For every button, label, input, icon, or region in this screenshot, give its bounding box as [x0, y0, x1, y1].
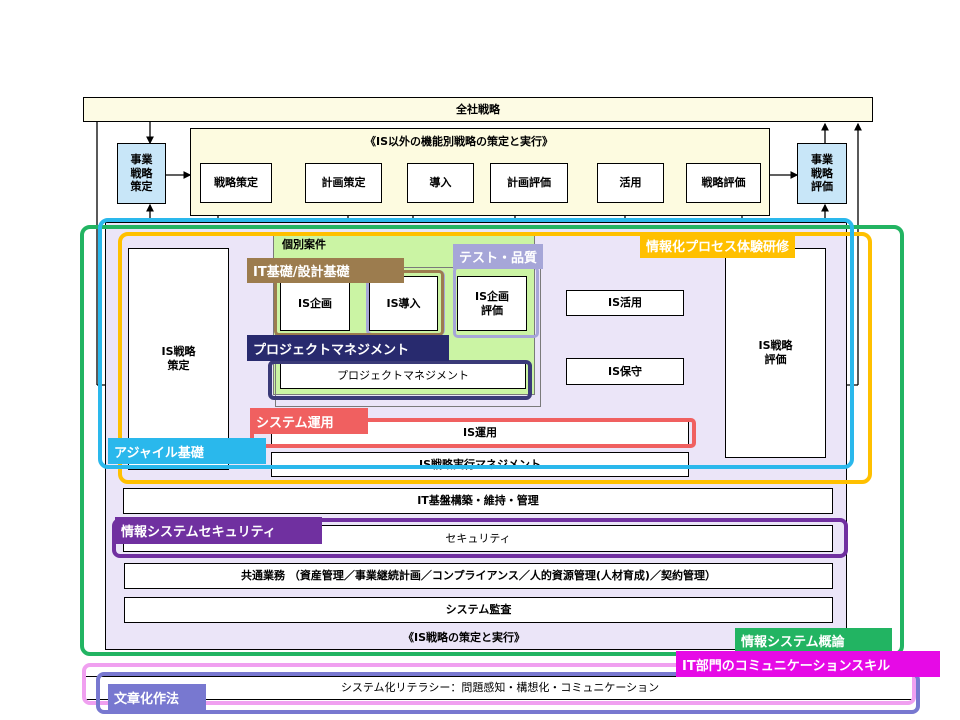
- step-label: 計画評価: [507, 176, 551, 190]
- it-infrastructure-label: IT基盤構築・維持・管理: [417, 494, 539, 508]
- step-label: 戦略策定: [214, 176, 258, 190]
- writing-tag-label: 文章化作法: [114, 691, 180, 707]
- step-strategy-box: 戦略策定: [200, 163, 272, 203]
- info-security-tag-label: 情報システムセキュリティ: [121, 525, 276, 540]
- system-literacy-box: システム化リテラシー：問題感知・構想化・コミュニケーション: [85, 676, 915, 700]
- project-management-box: プロジェクトマネジメント: [280, 362, 526, 389]
- is-planning-label: IS企画: [297, 296, 332, 310]
- system-audit-label: システム監査: [445, 603, 512, 617]
- common-work-label: 共通業務 （資産管理／事業継続計画／コンプライアンス／人的資源管理(人材育成)／…: [241, 569, 716, 583]
- system-operation-tag: システム運用: [250, 408, 368, 434]
- is-introduction-label: IS導入: [386, 296, 421, 310]
- agile-tag: アジャイル基礎: [108, 438, 266, 464]
- non-is-strategy-title: 《IS以外の機能別戦略の策定と実行》: [365, 135, 554, 148]
- is-strategy-formulation-box: IS戦略 策定: [128, 248, 229, 470]
- security-label: セキュリティ: [445, 531, 511, 545]
- step-label: 導入: [429, 176, 452, 190]
- business-strategy-formulation-box: 事業 戦略 策定: [117, 143, 166, 204]
- is-maintenance-box: IS保守: [566, 358, 684, 385]
- is-utilization-box: IS活用: [566, 290, 684, 316]
- it-communication-tag: IT部門のコミュニケーションスキル: [676, 651, 940, 677]
- is-plan-evaluation-label: IS企画 評価: [474, 289, 509, 317]
- it-infrastructure-box: IT基盤構築・維持・管理: [123, 488, 833, 514]
- test-quality-frame: [453, 266, 539, 338]
- info-security-tag: 情報システムセキュリティ: [115, 517, 322, 544]
- info-security-frame: [112, 518, 848, 558]
- step-strategy-evaluation-box: 戦略評価: [686, 163, 761, 203]
- is-strategy-formulation-label: IS戦略 策定: [161, 345, 196, 372]
- info-overview-frame: [80, 225, 904, 656]
- info-overview-tag: 情報システム概論: [735, 628, 892, 652]
- process-experience-tag-label: 情報化プロセス体験研修: [646, 239, 790, 255]
- project-management-label: プロジェクトマネジメント: [337, 368, 469, 382]
- test-quality-tag-label: テスト・品質: [459, 251, 538, 266]
- project-management-tag-label: プロジェクトマネジメント: [253, 342, 410, 358]
- corporate-strategy-box: 全社戦略: [83, 97, 873, 122]
- is-strategy-evaluation-box: IS戦略 評価: [725, 248, 826, 458]
- is-strategy-evaluation-label: IS戦略 評価: [758, 339, 793, 366]
- step-utilization-box: 活用: [597, 163, 664, 203]
- it-communication-frame: [82, 663, 916, 705]
- writing-frame: [96, 672, 920, 714]
- is-operation-label: IS運用: [462, 425, 497, 439]
- step-introduction-box: 導入: [407, 163, 474, 203]
- is-execution-management-box: IS戦略実行マネジメント: [271, 452, 689, 477]
- system-audit-box: システム監査: [124, 597, 833, 623]
- writing-tag: 文章化作法: [108, 684, 206, 710]
- individual-case-label: 個別案件: [282, 238, 326, 251]
- step-label: 計画策定: [321, 176, 366, 190]
- is-planning-box: IS企画: [280, 276, 350, 331]
- is-strategy-title: 《IS戦略の策定と実行》: [403, 631, 526, 644]
- corporate-strategy-label: 全社戦略: [456, 102, 500, 116]
- it-communication-tag-label: IT部門のコミュニケーションスキル: [682, 658, 891, 674]
- non-is-strategy-area: [190, 128, 770, 216]
- project-management-frame: [268, 360, 532, 400]
- business-strategy-formulation-label: 事業 戦略 策定: [130, 152, 153, 194]
- process-experience-frame: [118, 232, 872, 484]
- it-foundation-tag: IT基礎/設計基礎: [247, 258, 404, 283]
- agile-tag-label: アジャイル基礎: [114, 445, 204, 461]
- process-experience-tag: 情報化プロセス体験研修: [640, 232, 796, 258]
- business-strategy-evaluation-box: 事業 戦略 評価: [797, 143, 847, 204]
- is-plan-evaluation-box: IS企画 評価: [457, 276, 527, 331]
- system-operation-tag-label: システム運用: [256, 415, 334, 431]
- step-label: 活用: [619, 176, 642, 190]
- step-planning-box: 計画策定: [305, 163, 382, 203]
- project-management-tag: プロジェクトマネジメント: [247, 335, 449, 361]
- test-quality-tag: テスト・品質: [453, 244, 544, 269]
- agile-frame: [98, 218, 854, 469]
- step-plan-evaluation-box: 計画評価: [490, 163, 568, 203]
- common-work-box: 共通業務 （資産管理／事業継続計画／コンプライアンス／人的資源管理(人材育成)／…: [124, 563, 833, 589]
- info-overview-tag-label: 情報システム概論: [741, 634, 845, 650]
- it-foundation-tag-label: IT基礎/設計基礎: [253, 265, 350, 280]
- system-literacy-label: システム化リテラシー：問題感知・構想化・コミュニケーション: [340, 681, 660, 695]
- business-strategy-evaluation-label: 事業 戦略 評価: [811, 152, 833, 194]
- step-label: 戦略評価: [701, 176, 746, 190]
- is-maintenance-label: IS保守: [607, 364, 642, 378]
- is-utilization-label: IS活用: [607, 296, 642, 310]
